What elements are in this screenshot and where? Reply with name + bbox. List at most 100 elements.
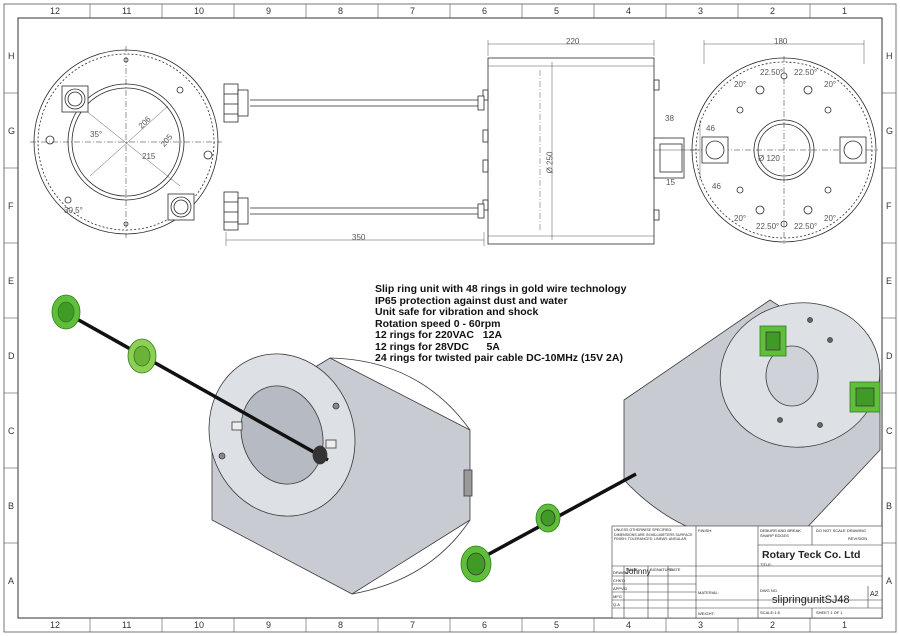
tb-drawn-by: Johnny <box>625 567 651 576</box>
grid-col-label: 5 <box>554 620 560 630</box>
grid-col-label: 5 <box>554 6 560 16</box>
dim-pcd-215: 215 <box>142 152 156 161</box>
tb-revision-label: REVISION <box>848 536 868 541</box>
dim-diameter-inner: Ø 120 <box>758 154 780 163</box>
grid-row-label: G <box>886 125 894 136</box>
grid-row-label: H <box>8 50 15 61</box>
tb-row-mfg: MFG <box>613 594 622 599</box>
dim-offset-46b: 46 <box>712 182 721 191</box>
note-line: Slip ring unit with 48 rings in gold wir… <box>375 283 627 295</box>
note-line: Rotation speed 0 - 60rpm <box>375 317 501 330</box>
grid-col-label: 2 <box>770 6 776 16</box>
grid-row-label: E <box>8 275 15 286</box>
tb-company: Rotary Teck Co. Ltd <box>762 549 861 561</box>
end-view <box>690 40 878 244</box>
tb-sheet-label: SHEET 1 OF 1 <box>816 610 843 615</box>
note-line: 24 rings for twisted pair cable DC-10MHz… <box>375 352 623 364</box>
tb-material-label: MATERIAL: <box>698 590 719 595</box>
grid-row-label: A <box>8 575 15 586</box>
note-line: 12 rings for 220VAC 12A <box>375 329 503 341</box>
tb-col-signature: SIGNATURE <box>650 567 674 572</box>
grid-col-label: 4 <box>626 6 632 16</box>
grid-ticks <box>4 4 896 632</box>
grid-row-label: E <box>886 275 893 286</box>
grid-row-label: A <box>886 575 893 586</box>
tb-unless-note: UNLESS OTHERWISE SPECIFIED: DIMENSIONS A… <box>614 528 693 541</box>
grid-row-label: G <box>8 125 16 136</box>
note-line: Unit safe for vibration and shock <box>375 306 539 318</box>
dim-angle-20a: 20° <box>734 80 747 89</box>
dim-end-width: 180 <box>774 37 788 46</box>
tb-dwgno-label: DWG NO. <box>760 588 778 593</box>
tb-finish-label: FINISH: <box>698 528 713 533</box>
grid-col-label: 6 <box>482 6 488 16</box>
grid-col-label: 12 <box>50 620 61 630</box>
grid-col-label: 10 <box>194 6 205 16</box>
tb-row-qa: Q.A <box>613 602 620 607</box>
dim-top-width: 220 <box>566 37 580 46</box>
grid-col-label: 8 <box>338 6 344 16</box>
side-view <box>223 40 700 246</box>
iso-view-left <box>51 294 473 595</box>
grid-col-label: 11 <box>122 6 132 16</box>
dim-angle-30: 30.5° <box>64 206 83 215</box>
dim-diameter-main: Ø 250 <box>545 151 555 174</box>
note-line: IP65 protection against dust and water <box>375 294 568 307</box>
grid-col-label: 7 <box>410 6 416 16</box>
grid-col-label: 8 <box>338 620 344 630</box>
grid-row-label: C <box>886 425 893 436</box>
grid-col-label: 3 <box>698 620 704 630</box>
dim-angle-2250a: 22.50° <box>760 68 784 77</box>
grid-col-label: 3 <box>698 6 704 16</box>
grid-col-label: 4 <box>626 620 632 630</box>
tb-row-appvd: APPV'D <box>613 586 628 591</box>
tb-scale-label: SCALE:1:5 <box>760 610 780 615</box>
dim-angle-20d: 20° <box>824 214 837 223</box>
grid-col-label: 12 <box>50 6 61 16</box>
dim-angle-35: 35° <box>90 130 103 139</box>
dim-angle-20b: 20° <box>824 80 837 89</box>
tb-noscale-label: DO NOT SCALE DRAWING <box>816 528 867 533</box>
grid-row-label: D <box>886 350 893 361</box>
grid-col-label: 1 <box>842 620 848 630</box>
grid-col-label: 2 <box>770 620 776 630</box>
tb-weight-label: WEIGHT: <box>698 611 715 616</box>
grid-col-label: 6 <box>482 620 488 630</box>
tb-row-drawn: DRAWN <box>613 570 628 575</box>
tb-size: A2 <box>870 591 879 598</box>
tb-col-date: DATE <box>670 567 681 572</box>
grid-col-label: 9 <box>266 620 272 630</box>
grid-row-label: B <box>886 500 893 511</box>
grid-col-label: 10 <box>194 620 205 630</box>
dim-angle-2250d: 22.50° <box>794 222 818 231</box>
grid-col-label: 7 <box>410 620 416 630</box>
grid-row-label: B <box>8 500 15 511</box>
grid-row-label: C <box>8 425 15 436</box>
grid-row-label: D <box>8 350 15 361</box>
tb-title-label: TITLE: <box>760 562 773 567</box>
grid-row-label: H <box>886 50 893 61</box>
dim-angle-2250c: 22.50° <box>756 222 780 231</box>
dim-offset-15: 15 <box>666 178 675 187</box>
grid-row-label: F <box>886 200 892 211</box>
dim-angle-20c: 20° <box>734 214 747 223</box>
tb-deburr-label: DEBURR AND BREAK SHARP EDGES <box>760 528 801 538</box>
front-view <box>30 46 222 238</box>
grid-row-label: F <box>8 200 14 211</box>
note-line: 12 rings for 28VDC 5A <box>375 340 500 353</box>
tb-col-name: NAME <box>626 567 638 572</box>
grid-col-label: 11 <box>122 620 132 630</box>
dim-offset-38: 38 <box>665 114 674 123</box>
grid-col-label: 9 <box>266 6 272 16</box>
title-block-grid <box>611 525 883 619</box>
dim-angle-2250b: 22.50° <box>794 68 818 77</box>
grid-col-label: 1 <box>842 6 848 16</box>
iso-view-right <box>460 299 881 583</box>
specification-notes: Slip ring unit with 48 rings in gold wir… <box>375 283 627 365</box>
dim-offset-46a: 46 <box>706 124 715 133</box>
tb-row-chkd: CHK'D <box>613 578 626 583</box>
tb-dwg-no: slipringunitSJ48 <box>772 594 850 606</box>
dim-length: 350 <box>352 233 366 242</box>
